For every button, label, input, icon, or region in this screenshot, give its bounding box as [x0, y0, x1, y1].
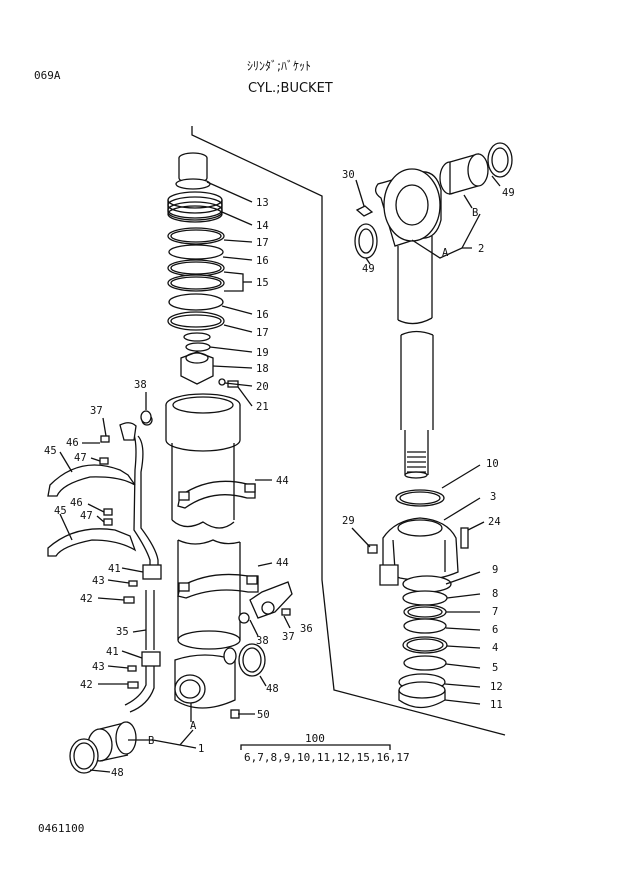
callout-47-lower: 47 [80, 510, 93, 522]
callout-48-right: 48 [266, 683, 279, 695]
callout-6: 6 [492, 624, 498, 636]
callout-45-upper: 45 [44, 445, 57, 457]
pipe-clamps [177, 480, 259, 599]
callout-20: 20 [256, 381, 269, 393]
callout-46-lower: 46 [70, 497, 83, 509]
clamp-halves [47, 464, 137, 557]
callout-19: 19 [256, 347, 269, 359]
leader-lines [59, 175, 501, 773]
callout-48-bottom: 48 [111, 767, 124, 779]
kit-number: 100 [305, 732, 325, 745]
callout-49-left: 49 [362, 263, 375, 275]
callout-15: 15 [256, 277, 269, 289]
callout-42-upper: 42 [80, 593, 93, 605]
title-english: CYL.;BUCKET [248, 81, 333, 96]
callout-9: 9 [492, 564, 498, 576]
kit-bracket [240, 744, 391, 750]
callout-43-upper: 43 [92, 575, 105, 587]
callout-17-upper: 17 [256, 237, 269, 249]
callout-50: 50 [257, 709, 270, 721]
callout-16-lower: 16 [256, 309, 269, 321]
callout-42-lower: 42 [80, 679, 93, 691]
callout-24: 24 [488, 516, 501, 528]
pipe [119, 414, 162, 713]
flange [249, 581, 293, 619]
callout-44-upper: 44 [276, 475, 289, 487]
callout-38-lower: 38 [256, 635, 269, 647]
callout-A-right: A [442, 247, 449, 259]
callout-41-lower: 41 [106, 646, 119, 658]
callout-49-right: 49 [502, 187, 515, 199]
callout-30: 30 [342, 169, 355, 181]
bushing-bottom-left [69, 721, 137, 774]
callout-21: 21 [256, 401, 269, 413]
seal-48-right [238, 643, 266, 677]
callout-46-upper: 46 [66, 437, 79, 449]
callout-45-lower: 45 [54, 505, 67, 517]
drawing-number: 0461100 [38, 822, 85, 835]
callout-37-upper: 37 [90, 405, 103, 417]
callout-13: 13 [256, 197, 269, 209]
callout-12: 12 [490, 681, 503, 693]
rod-cover-stack [367, 489, 469, 709]
callout-3: 3 [490, 491, 496, 503]
callout-17-lower: 17 [256, 327, 269, 339]
callout-35: 35 [116, 626, 129, 638]
callout-2: 2 [478, 243, 484, 255]
callout-1: 1 [198, 743, 204, 755]
callout-8: 8 [492, 588, 498, 600]
title-japanese: ｼﾘﾝﾀﾞ;ﾊﾞｹｯﾄ [247, 59, 312, 73]
callout-37-lower: 37 [282, 631, 295, 643]
callout-41-upper: 41 [108, 563, 121, 575]
callout-43-lower: 43 [92, 661, 105, 673]
callout-18: 18 [256, 363, 269, 375]
callout-labels: 13 14 17 16 15 16 17 19 18 20 21 38 37 4… [44, 169, 515, 779]
callout-36: 36 [300, 623, 313, 635]
group-boundary-line [191, 126, 506, 736]
callout-11: 11 [490, 699, 503, 711]
callout-B-left: B [148, 735, 154, 747]
piston-rod [355, 168, 442, 479]
callout-29: 29 [342, 515, 355, 527]
callout-47-upper: 47 [74, 452, 87, 464]
o-ring-38 [140, 410, 152, 424]
drawing-code: 069A [34, 69, 61, 82]
callout-10: 10 [486, 458, 499, 470]
callout-16-upper: 16 [256, 255, 269, 267]
callout-4: 4 [492, 642, 498, 654]
callout-7: 7 [492, 606, 498, 618]
bolts [99, 435, 250, 719]
callout-38-upper: 38 [134, 379, 147, 391]
callout-44-lower: 44 [276, 557, 289, 569]
callout-A-left: A [190, 720, 197, 732]
cylinder-tube [165, 393, 241, 709]
callout-B-right: B [472, 207, 478, 219]
callout-5: 5 [492, 662, 498, 674]
kit-contents: 6,7,8,9,10,11,12,15,16,17 [244, 751, 410, 764]
callout-14: 14 [256, 220, 269, 232]
rod-eye-bushings [354, 142, 513, 259]
piston-seal-stack [167, 152, 239, 388]
